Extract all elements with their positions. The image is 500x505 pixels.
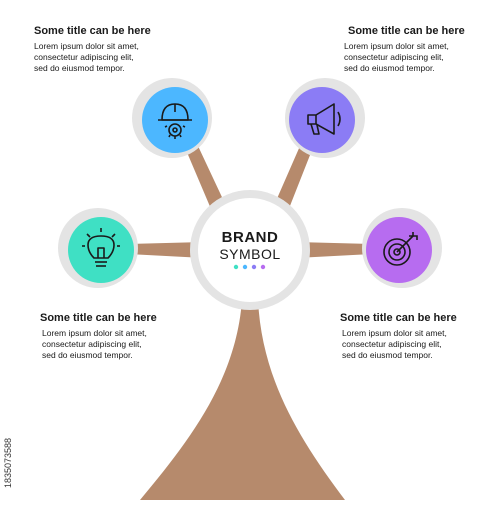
body-mid-left: Lorem ipsum dolor sit amet, consectetur … xyxy=(42,328,147,360)
lightbulb-icon xyxy=(82,228,120,267)
node-mid-left xyxy=(68,217,134,283)
branch-top-left xyxy=(186,146,228,216)
target-icon xyxy=(383,232,418,266)
dot xyxy=(251,264,257,270)
brand-symbol-label: SYMBOL xyxy=(219,246,281,262)
helmet-gear-icon xyxy=(158,103,192,139)
title-mid-right: Some title can be here xyxy=(340,312,457,324)
megaphone-icon xyxy=(307,103,341,135)
stock-id-vertical: 1835073588 xyxy=(3,438,13,488)
dot xyxy=(242,264,248,270)
stock-id-text: 1835073588 xyxy=(3,438,13,488)
center-circle xyxy=(198,198,302,302)
tree-trunk xyxy=(140,300,345,500)
node-top-right xyxy=(289,87,355,153)
body-top-right: Lorem ipsum dolor sit amet, consectetur … xyxy=(344,41,449,73)
branch-top-right xyxy=(272,146,312,216)
body-mid-right: Lorem ipsum dolor sit amet, consectetur … xyxy=(342,328,447,360)
title-top-left: Some title can be here xyxy=(34,25,151,37)
body-top-left: Lorem ipsum dolor sit amet, consectetur … xyxy=(34,41,139,73)
branch-mid-left xyxy=(128,242,204,258)
dot xyxy=(233,264,239,270)
brand-title: BRAND xyxy=(221,229,279,246)
title-top-right: Some title can be here xyxy=(348,25,465,37)
dot xyxy=(260,264,266,270)
branch-mid-right xyxy=(296,242,372,258)
title-mid-left: Some title can be here xyxy=(40,312,157,324)
